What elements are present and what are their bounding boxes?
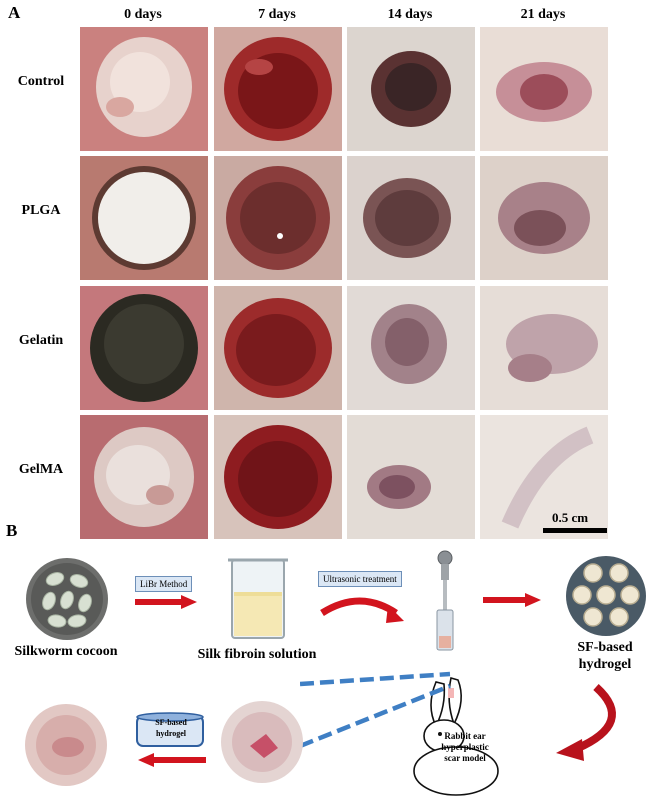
column-header-7-days: 7 days [258,7,296,22]
column-header-14-days: 14 days [387,7,433,22]
wound-photo-gelatin-14d [347,286,475,410]
wound-photo-plga-21d [480,156,608,280]
wound-photo-gelatin-7d [214,286,342,410]
wound-photo-plga-14d [347,156,475,280]
silkworm-cocoon-label: Silkworm cocoon [14,644,118,659]
hydrogel-jar-image [135,712,207,748]
wound-photo-control-7d [214,27,342,151]
silk-fibroin-solution-label: Silk fibroin solution [197,647,317,662]
ultrasonic-treatment-tag: Ultrasonic treatment [318,571,402,587]
arrow-right-1 [135,595,197,614]
scar-skin-image-after [24,703,108,787]
row-label-control: Control [17,74,65,89]
cocoon-dish-image [25,557,109,641]
dashed-callout-lines [299,670,460,755]
curved-arrow-down [546,683,632,770]
jar-label-line1: SF-based [155,718,187,727]
column-header-21-days: 21 days [520,7,566,22]
scale-bar [543,528,607,533]
wound-photo-gelma-21d [480,415,608,539]
wound-photo-control-0d [80,27,208,151]
libr-method-tag: LiBr Method [135,576,193,592]
rabbit-model-label-line2: hyperplastic [441,742,489,752]
wound-photo-gelma-14d [347,415,475,539]
rabbit-image [396,676,506,798]
rabbit-model-label-line1: Rabbit ear [444,731,486,741]
sf-hydrogel-label-line1: SF-based [577,640,633,655]
scale-bar-label: 0.5 cm [552,510,589,525]
scar-skin-image-before [220,700,304,784]
hydrogel-plate-image [565,555,647,637]
sf-hydrogel-label-line2: hydrogel [578,657,632,672]
arrow-right-2 [483,593,541,612]
jar-label-line2: hydrogel [155,729,187,738]
rabbit-model-label-line3: scar model [444,753,486,763]
row-label-gelma: GelMA [18,462,64,477]
beaker-image [226,556,290,640]
wound-photo-control-14d [347,27,475,151]
wound-photo-plga-0d [80,156,208,280]
wound-photo-plga-7d [214,156,342,280]
row-label-gelatin: Gelatin [18,333,64,348]
curved-arrow-ultrasonic [316,591,406,632]
wound-photo-gelatin-0d [80,286,208,410]
wound-photo-control-21d [480,27,608,151]
column-header-0-days: 0 days [124,7,162,22]
row-label-plga: PLGA [21,203,61,218]
panel-b-letter: B [6,521,18,540]
wound-photo-gelma-0d [80,415,208,539]
panel-a-letter: A [8,3,21,22]
arrow-left [138,753,206,772]
wound-photo-gelma-7d [214,415,342,539]
wound-photo-gelatin-21d [480,286,608,410]
ultrasonic-probe-image [430,550,460,660]
